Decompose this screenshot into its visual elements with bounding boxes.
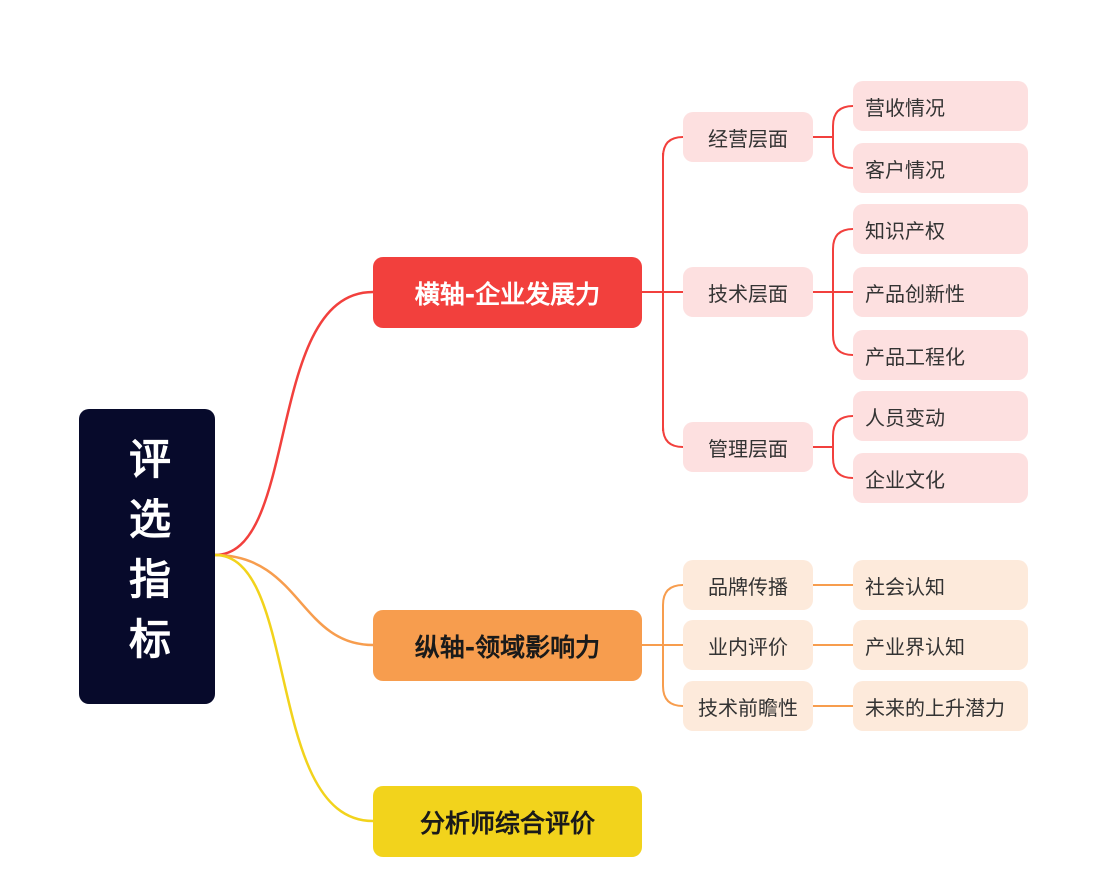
connector-g2-leaves [813, 228, 854, 356]
group-brand: 品牌传播 [683, 560, 813, 610]
horizontal-axis-node: 横轴-企业发展力 [373, 257, 642, 328]
leaf-ip: 知识产权 [853, 204, 1028, 254]
leaf-social-awareness: 社会认知 [853, 560, 1028, 610]
leaf-innovation: 产品创新性 [853, 267, 1028, 317]
connector-h-group1 [662, 136, 684, 158]
vertical-axis-node: 纵轴-领域影响力 [373, 610, 642, 681]
leaf-growth-potential: 未来的上升潜力 [853, 681, 1028, 731]
connector-h-trunk [642, 153, 664, 431]
analyst-evaluation-node: 分析师综合评价 [373, 786, 642, 857]
leaf-revenue: 营收情况 [853, 81, 1028, 131]
connector-g3-leaves [813, 415, 854, 479]
group-tech-foresight: 技术前瞻性 [683, 681, 813, 731]
group-technology: 技术层面 [683, 267, 813, 317]
group-operations: 经营层面 [683, 112, 813, 162]
leaf-industry-awareness: 产业界认知 [853, 620, 1028, 670]
leaf-staff-change: 人员变动 [853, 391, 1028, 441]
root-label: 评选指标 [122, 436, 172, 677]
group-industry-review: 业内评价 [683, 620, 813, 670]
connector-root-analyst [214, 553, 374, 823]
root-node: 评选指标 [79, 409, 215, 704]
leaf-culture: 企业文化 [853, 453, 1028, 503]
connector-v-group3 [662, 685, 684, 707]
connector-root-vertical [214, 553, 374, 647]
connector-root-horizontal [214, 290, 374, 557]
leaf-engineering: 产品工程化 [853, 330, 1028, 380]
connector-g1-leaves [813, 105, 854, 169]
connector-h-group3 [662, 426, 684, 448]
leaf-customers: 客户情况 [853, 143, 1028, 193]
connector-v-leaves [813, 584, 853, 707]
connector-v-group1 [662, 584, 684, 606]
group-management: 管理层面 [683, 422, 813, 472]
connector-v-trunk [642, 605, 664, 686]
